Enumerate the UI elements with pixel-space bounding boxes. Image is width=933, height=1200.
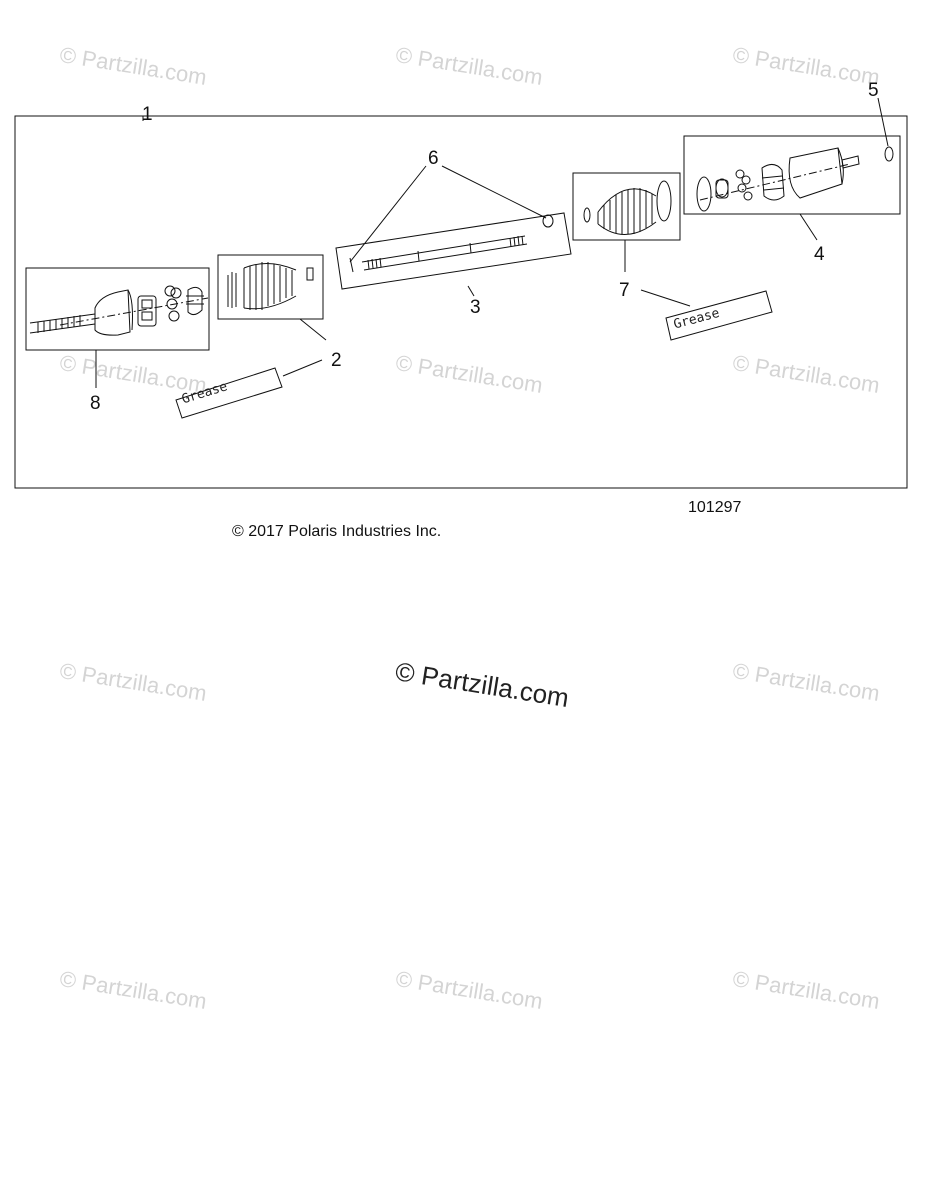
grease-tag-right [665, 290, 773, 341]
callout-2: 2 [331, 350, 342, 371]
leader-7-grease [640, 289, 691, 307]
part-7-boot-kit[interactable] [572, 172, 681, 241]
part-4-cv-joint[interactable] [683, 135, 901, 215]
part-2-boot-kit[interactable] [217, 254, 324, 320]
assembly-frame [14, 115, 908, 489]
callout-5: 5 [868, 80, 879, 101]
callout-3: 3 [470, 297, 481, 318]
leader-5 [877, 97, 889, 147]
diagram-code: 101297 [688, 499, 742, 516]
part-8-cv-joint[interactable] [25, 267, 210, 351]
callout-6: 6 [428, 148, 439, 169]
part-3-axle-shaft[interactable] [335, 212, 572, 290]
leader-6 [349, 165, 547, 263]
callout-8: 8 [90, 393, 101, 414]
leader-2 [299, 318, 327, 341]
leader-4 [799, 213, 818, 241]
leader-3 [467, 285, 475, 297]
callout-7: 7 [619, 280, 630, 301]
callout-4: 4 [814, 244, 825, 265]
grease-tag-left [175, 367, 283, 419]
copyright-text: © 2017 Polaris Industries Inc. [232, 523, 442, 540]
callout-1: 1 [142, 104, 153, 125]
leader-2-grease [282, 359, 323, 377]
part-5-clip[interactable] [884, 146, 894, 162]
